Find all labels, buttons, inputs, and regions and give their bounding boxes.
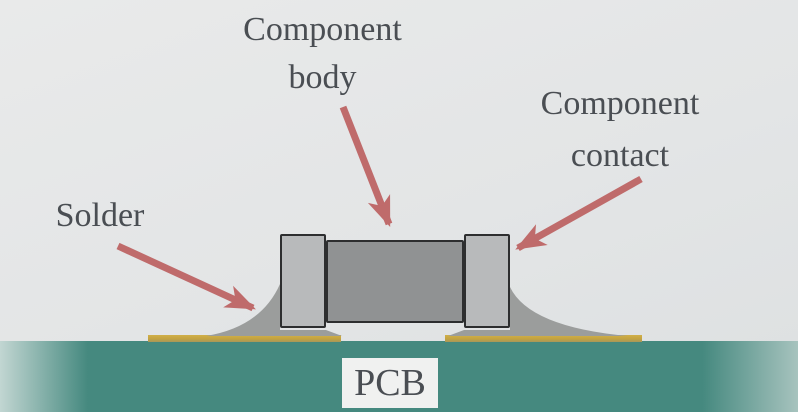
solder-arrow — [116, 242, 256, 312]
component-body-arrow — [339, 105, 393, 227]
label-pcb: PCB — [342, 358, 438, 408]
label-component-body-line2: body — [288, 59, 357, 96]
component-contact-right — [464, 234, 510, 328]
label-pcb-text: PCB — [354, 362, 426, 404]
component-contact-left — [280, 234, 326, 328]
label-component-contact: Component contact — [500, 78, 740, 182]
label-component-contact-line2: contact — [570, 137, 670, 174]
component-contact-arrow — [515, 175, 643, 252]
label-component-body-line1: Component — [243, 11, 402, 48]
label-solder-text: Solder — [55, 197, 145, 234]
component-body-shape — [326, 240, 464, 323]
label-solder: Solder — [40, 196, 160, 236]
label-component-contact-line1: Component — [540, 85, 700, 122]
solder-pad-left — [148, 335, 341, 342]
solder-pad-right — [445, 335, 642, 342]
label-component-body: Component body — [200, 6, 445, 102]
